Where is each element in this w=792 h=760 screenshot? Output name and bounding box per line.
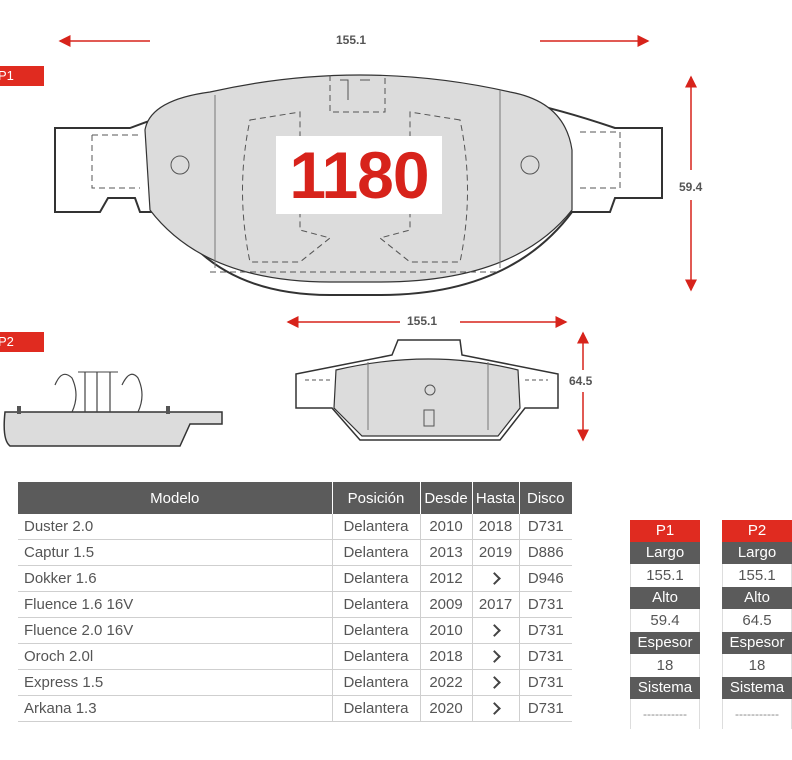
cell-disco: D731 [518, 669, 572, 696]
cell-desde: 2013 [419, 539, 472, 566]
spec-espesor-value: 18 [630, 654, 700, 677]
header-posicion: Posición [331, 482, 420, 514]
spec-card-p2: P2 Largo 155.1 Alto 64.5 Espesor 18 Sist… [722, 520, 792, 729]
cell-posicion: Delantera [331, 669, 420, 696]
cell-hasta [471, 643, 519, 670]
cell-posicion: Delantera [331, 539, 420, 566]
cell-posicion: Delantera [331, 695, 420, 722]
spec-alto-label: Alto [630, 587, 700, 609]
cell-desde: 2009 [419, 591, 472, 618]
spec-largo-label: Largo [722, 542, 792, 564]
cell-hasta [471, 669, 519, 696]
cell-hasta: 2019 [471, 539, 519, 566]
p2-side-view [3, 411, 223, 447]
cell-disco: D731 [518, 695, 572, 722]
cell-modelo: Duster 2.0 [18, 514, 332, 540]
cell-disco: D731 [518, 591, 572, 618]
header-desde: Desde [419, 482, 472, 514]
cell-modelo: Dokker 1.6 [18, 565, 332, 592]
cell-disco: D731 [518, 514, 572, 540]
cell-posicion: Delantera [331, 514, 420, 540]
spec-title: P2 [722, 520, 792, 542]
spec-alto-value: 59.4 [630, 609, 700, 632]
header-modelo: Modelo [18, 482, 332, 514]
p2-width-label: 155.1 [404, 314, 441, 328]
table-header: Modelo Posición Desde Hasta Disco [18, 482, 572, 514]
spec-title: P1 [630, 520, 700, 542]
cell-disco: D886 [518, 539, 572, 566]
applications-table: Modelo Posición Desde Hasta Disco Duster… [18, 482, 572, 722]
p1-tag: P1 [0, 66, 44, 86]
p1-height-label: 59.4 [676, 180, 706, 194]
cell-hasta [471, 617, 519, 644]
chevron-right-icon [487, 702, 501, 715]
p1-width-label: 155.1 [333, 33, 370, 47]
p2-height-label: 64.5 [566, 374, 596, 388]
header-disco: Disco [518, 482, 572, 514]
cell-posicion: Delantera [331, 565, 420, 592]
cell-desde: 2012 [419, 565, 472, 592]
cell-modelo: Express 1.5 [18, 669, 332, 696]
cell-modelo: Captur 1.5 [18, 539, 332, 566]
header-hasta: Hasta [471, 482, 519, 514]
spec-sistema-label: Sistema [630, 677, 700, 699]
cell-desde: 2022 [419, 669, 472, 696]
spec-largo-value: 155.1 [722, 564, 792, 587]
cell-modelo: Fluence 2.0 16V [18, 617, 332, 644]
cell-disco: D731 [518, 643, 572, 670]
cell-desde: 2010 [419, 514, 472, 540]
cell-hasta: 2017 [471, 591, 519, 618]
spec-sistema-label: Sistema [722, 677, 792, 699]
cell-modelo: Oroch 2.0l [18, 643, 332, 670]
spec-espesor-label: Espesor [722, 632, 792, 654]
cell-posicion: Delantera [331, 643, 420, 670]
spec-alto-value: 64.5 [722, 609, 792, 632]
cell-disco: D731 [518, 617, 572, 644]
p2-friction-pad [333, 358, 521, 437]
brake-pad-drawing [3, 35, 697, 447]
cell-desde: 2018 [419, 643, 472, 670]
spec-alto-label: Alto [722, 587, 792, 609]
p2-tag: P2 [0, 332, 44, 352]
spec-espesor-value: 18 [722, 654, 792, 677]
cell-hasta [471, 565, 519, 592]
spec-card-p1: P1 Largo 155.1 Alto 59.4 Espesor 18 Sist… [630, 520, 700, 729]
spec-sistema-value: ----------- [722, 699, 792, 729]
cell-modelo: Arkana 1.3 [18, 695, 332, 722]
chevron-right-icon [487, 650, 501, 663]
spec-sistema-value: ----------- [630, 699, 700, 729]
cell-modelo: Fluence 1.6 16V [18, 591, 332, 618]
chevron-right-icon [487, 624, 501, 637]
spec-espesor-label: Espesor [630, 632, 700, 654]
cell-disco: D946 [518, 565, 572, 592]
chevron-right-icon [487, 572, 501, 585]
chevron-right-icon [487, 676, 501, 689]
spec-largo-label: Largo [630, 542, 700, 564]
cell-posicion: Delantera [331, 617, 420, 644]
cell-posicion: Delantera [331, 591, 420, 618]
cell-desde: 2020 [419, 695, 472, 722]
spec-largo-value: 155.1 [630, 564, 700, 587]
part-code: 1180 [276, 136, 442, 214]
cell-desde: 2010 [419, 617, 472, 644]
cell-hasta [471, 695, 519, 722]
cell-hasta: 2018 [471, 514, 519, 540]
